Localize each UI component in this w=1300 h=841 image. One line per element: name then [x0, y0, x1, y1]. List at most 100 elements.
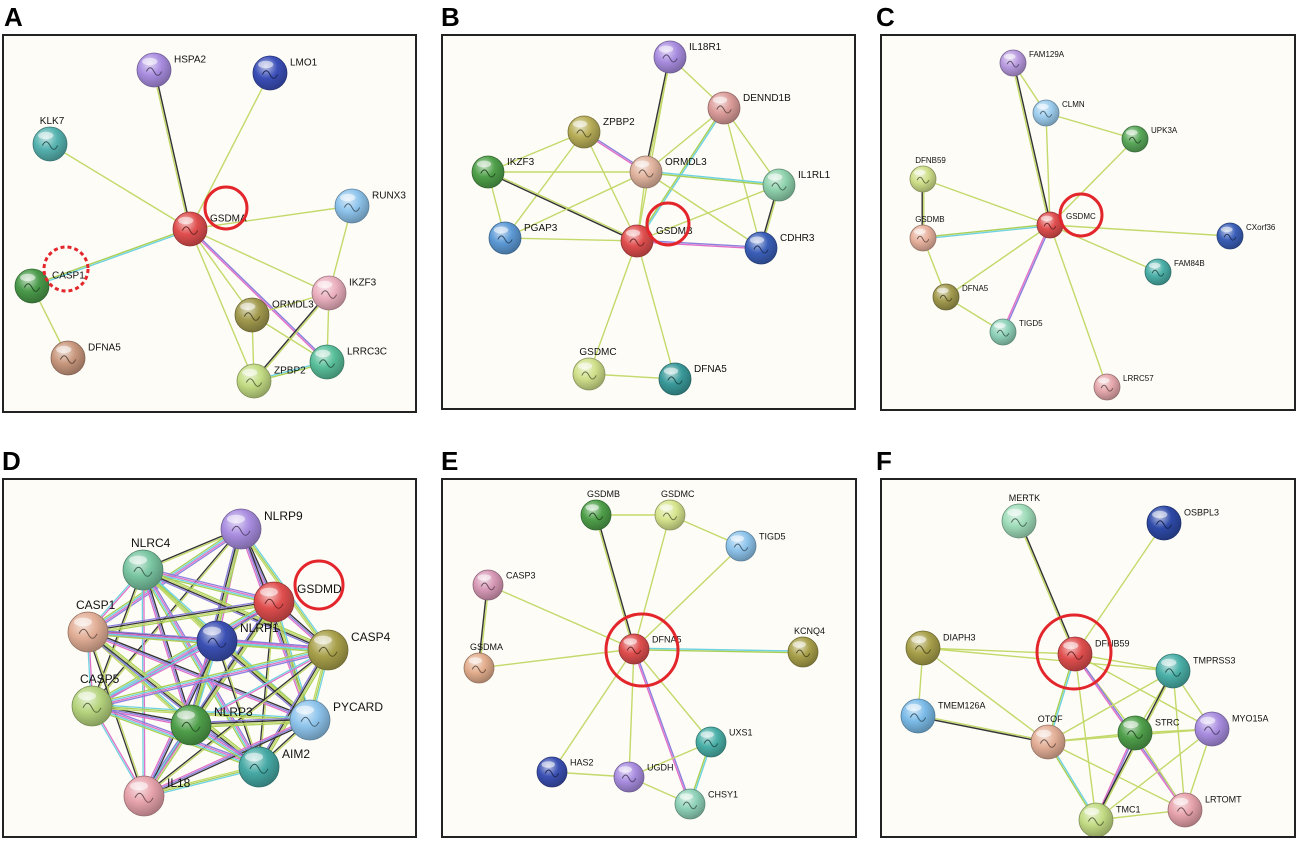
node-RUNX3[interactable]: RUNX3 — [334, 188, 406, 224]
node-LRTOMT[interactable]: LRTOMT — [1167, 792, 1242, 828]
node-ORMDL3[interactable]: ORMDL3 — [629, 155, 707, 189]
node-CDHR3[interactable]: CDHR3 — [744, 231, 815, 265]
node-sphere[interactable] — [236, 363, 272, 399]
node-IKZF3[interactable]: IKZF3 — [311, 275, 377, 311]
node-sphere[interactable] — [567, 115, 601, 149]
node-sphere[interactable] — [1155, 653, 1191, 689]
node-sphere[interactable] — [654, 499, 686, 531]
node-sphere[interactable] — [307, 629, 349, 671]
node-CHSY1[interactable]: CHSY1 — [674, 788, 738, 820]
node-IKZF3[interactable]: IKZF3 — [471, 155, 535, 189]
node-CASP5[interactable]: CASP5 — [71, 672, 120, 727]
node-sphere[interactable] — [1146, 505, 1182, 541]
node-LRRC3C[interactable]: LRRC3C — [309, 344, 387, 380]
node-ORMDL3[interactable]: ORMDL3 — [234, 297, 314, 333]
node-GSDMB[interactable]: GSDMB — [909, 215, 945, 252]
node-CASP3[interactable]: CASP3 — [472, 569, 536, 601]
node-UPK3A[interactable]: UPK3A — [1121, 125, 1178, 153]
node-sphere[interactable] — [472, 569, 504, 601]
node-sphere[interactable] — [653, 40, 687, 74]
node-sphere[interactable] — [1093, 373, 1121, 401]
node-TMPRSS3[interactable]: TMPRSS3 — [1155, 653, 1236, 689]
node-sphere[interactable] — [311, 275, 347, 311]
node-sphere[interactable] — [658, 362, 692, 396]
node-MERTK[interactable]: MERTK — [1001, 493, 1040, 539]
node-LMO1[interactable]: LMO1 — [252, 55, 318, 91]
node-GSDMD[interactable]: GSDMD — [253, 581, 342, 623]
node-NLRP1[interactable]: NLRP1 — [196, 620, 279, 662]
node-sphere[interactable] — [32, 126, 68, 162]
node-GSDMB[interactable]: GSDMB — [580, 489, 620, 531]
node-NLRP3[interactable]: NLRP3 — [170, 704, 253, 746]
node-ZPBP2[interactable]: ZPBP2 — [236, 363, 306, 399]
node-sphere[interactable] — [1078, 802, 1114, 837]
node-LRRC57[interactable]: LRRC57 — [1093, 373, 1154, 401]
node-sphere[interactable] — [252, 55, 288, 91]
node-sphere[interactable] — [71, 685, 113, 727]
node-sphere[interactable] — [674, 788, 706, 820]
node-TIGD5[interactable]: TIGD5 — [989, 318, 1043, 346]
node-GSDMC[interactable]: GSDMC — [654, 489, 695, 531]
node-GSDMC[interactable]: GSDMC — [572, 347, 617, 391]
node-GSDMA[interactable]: GSDMA — [172, 211, 247, 247]
node-CASP4[interactable]: CASP4 — [307, 629, 391, 671]
node-PYCARD[interactable]: PYCARD — [289, 699, 383, 741]
node-sphere[interactable] — [253, 581, 295, 623]
node-GSDMB[interactable]: GSDMB — [620, 224, 693, 258]
node-sphere[interactable] — [1032, 99, 1060, 127]
node-IL18[interactable]: IL18 — [123, 775, 191, 817]
node-UGDH[interactable]: UGDH — [613, 761, 674, 793]
node-NLRC4[interactable]: NLRC4 — [122, 536, 171, 591]
node-OTOF[interactable]: OTOF — [1030, 714, 1066, 760]
node-MYO15A[interactable]: MYO15A — [1194, 711, 1269, 747]
node-IL1RL1[interactable]: IL1RL1 — [762, 168, 831, 202]
node-sphere[interactable] — [334, 188, 370, 224]
node-sphere[interactable] — [999, 49, 1027, 77]
node-sphere[interactable] — [762, 168, 796, 202]
node-TMC1[interactable]: TMC1 — [1078, 802, 1141, 837]
node-sphere[interactable] — [289, 699, 331, 741]
node-CASP1[interactable]: CASP1 — [14, 268, 85, 304]
node-sphere[interactable] — [695, 726, 727, 758]
node-KLK7[interactable]: KLK7 — [32, 116, 68, 162]
node-FAM84B[interactable]: FAM84B — [1144, 258, 1205, 286]
node-sphere[interactable] — [122, 549, 164, 591]
node-sphere[interactable] — [787, 636, 819, 668]
node-sphere[interactable] — [1030, 724, 1066, 760]
node-DIAPH3[interactable]: DIAPH3 — [905, 630, 976, 666]
node-sphere[interactable] — [123, 775, 165, 817]
node-sphere[interactable] — [136, 52, 172, 88]
node-sphere[interactable] — [725, 530, 757, 562]
node-TMEM126A[interactable]: TMEM126A — [900, 698, 986, 734]
node-sphere[interactable] — [234, 297, 270, 333]
node-sphere[interactable] — [1167, 792, 1203, 828]
node-DFNB59[interactable]: DFNB59 — [909, 156, 946, 193]
node-CXorf36[interactable]: CXorf36 — [1216, 222, 1276, 250]
node-sphere[interactable] — [989, 318, 1017, 346]
node-sphere[interactable] — [309, 344, 345, 380]
node-sphere[interactable] — [536, 756, 568, 788]
node-TIGD5[interactable]: TIGD5 — [725, 530, 786, 562]
node-PGAP3[interactable]: PGAP3 — [488, 221, 558, 255]
node-GSDMC[interactable]: GSDMC — [1036, 211, 1096, 239]
node-sphere[interactable] — [580, 499, 612, 531]
node-DENND1B[interactable]: DENND1B — [707, 91, 791, 125]
node-sphere[interactable] — [1216, 222, 1244, 250]
node-sphere[interactable] — [1117, 715, 1153, 751]
node-ZPBP2[interactable]: ZPBP2 — [567, 115, 635, 149]
node-sphere[interactable] — [744, 231, 778, 265]
node-DFNA5[interactable]: DFNA5 — [658, 362, 727, 396]
node-sphere[interactable] — [1144, 258, 1172, 286]
node-sphere[interactable] — [1001, 503, 1037, 539]
node-sphere[interactable] — [220, 508, 262, 550]
node-sphere[interactable] — [471, 155, 505, 189]
node-DFNB59[interactable]: DFNB59 — [1057, 636, 1130, 672]
node-sphere[interactable] — [1057, 636, 1093, 672]
node-GSDMA[interactable]: GSDMA — [463, 642, 503, 684]
node-sphere[interactable] — [488, 221, 522, 255]
node-sphere[interactable] — [67, 611, 109, 653]
node-AIM2[interactable]: AIM2 — [238, 746, 310, 788]
node-sphere[interactable] — [629, 155, 663, 189]
node-sphere[interactable] — [909, 165, 937, 193]
node-sphere[interactable] — [172, 211, 208, 247]
